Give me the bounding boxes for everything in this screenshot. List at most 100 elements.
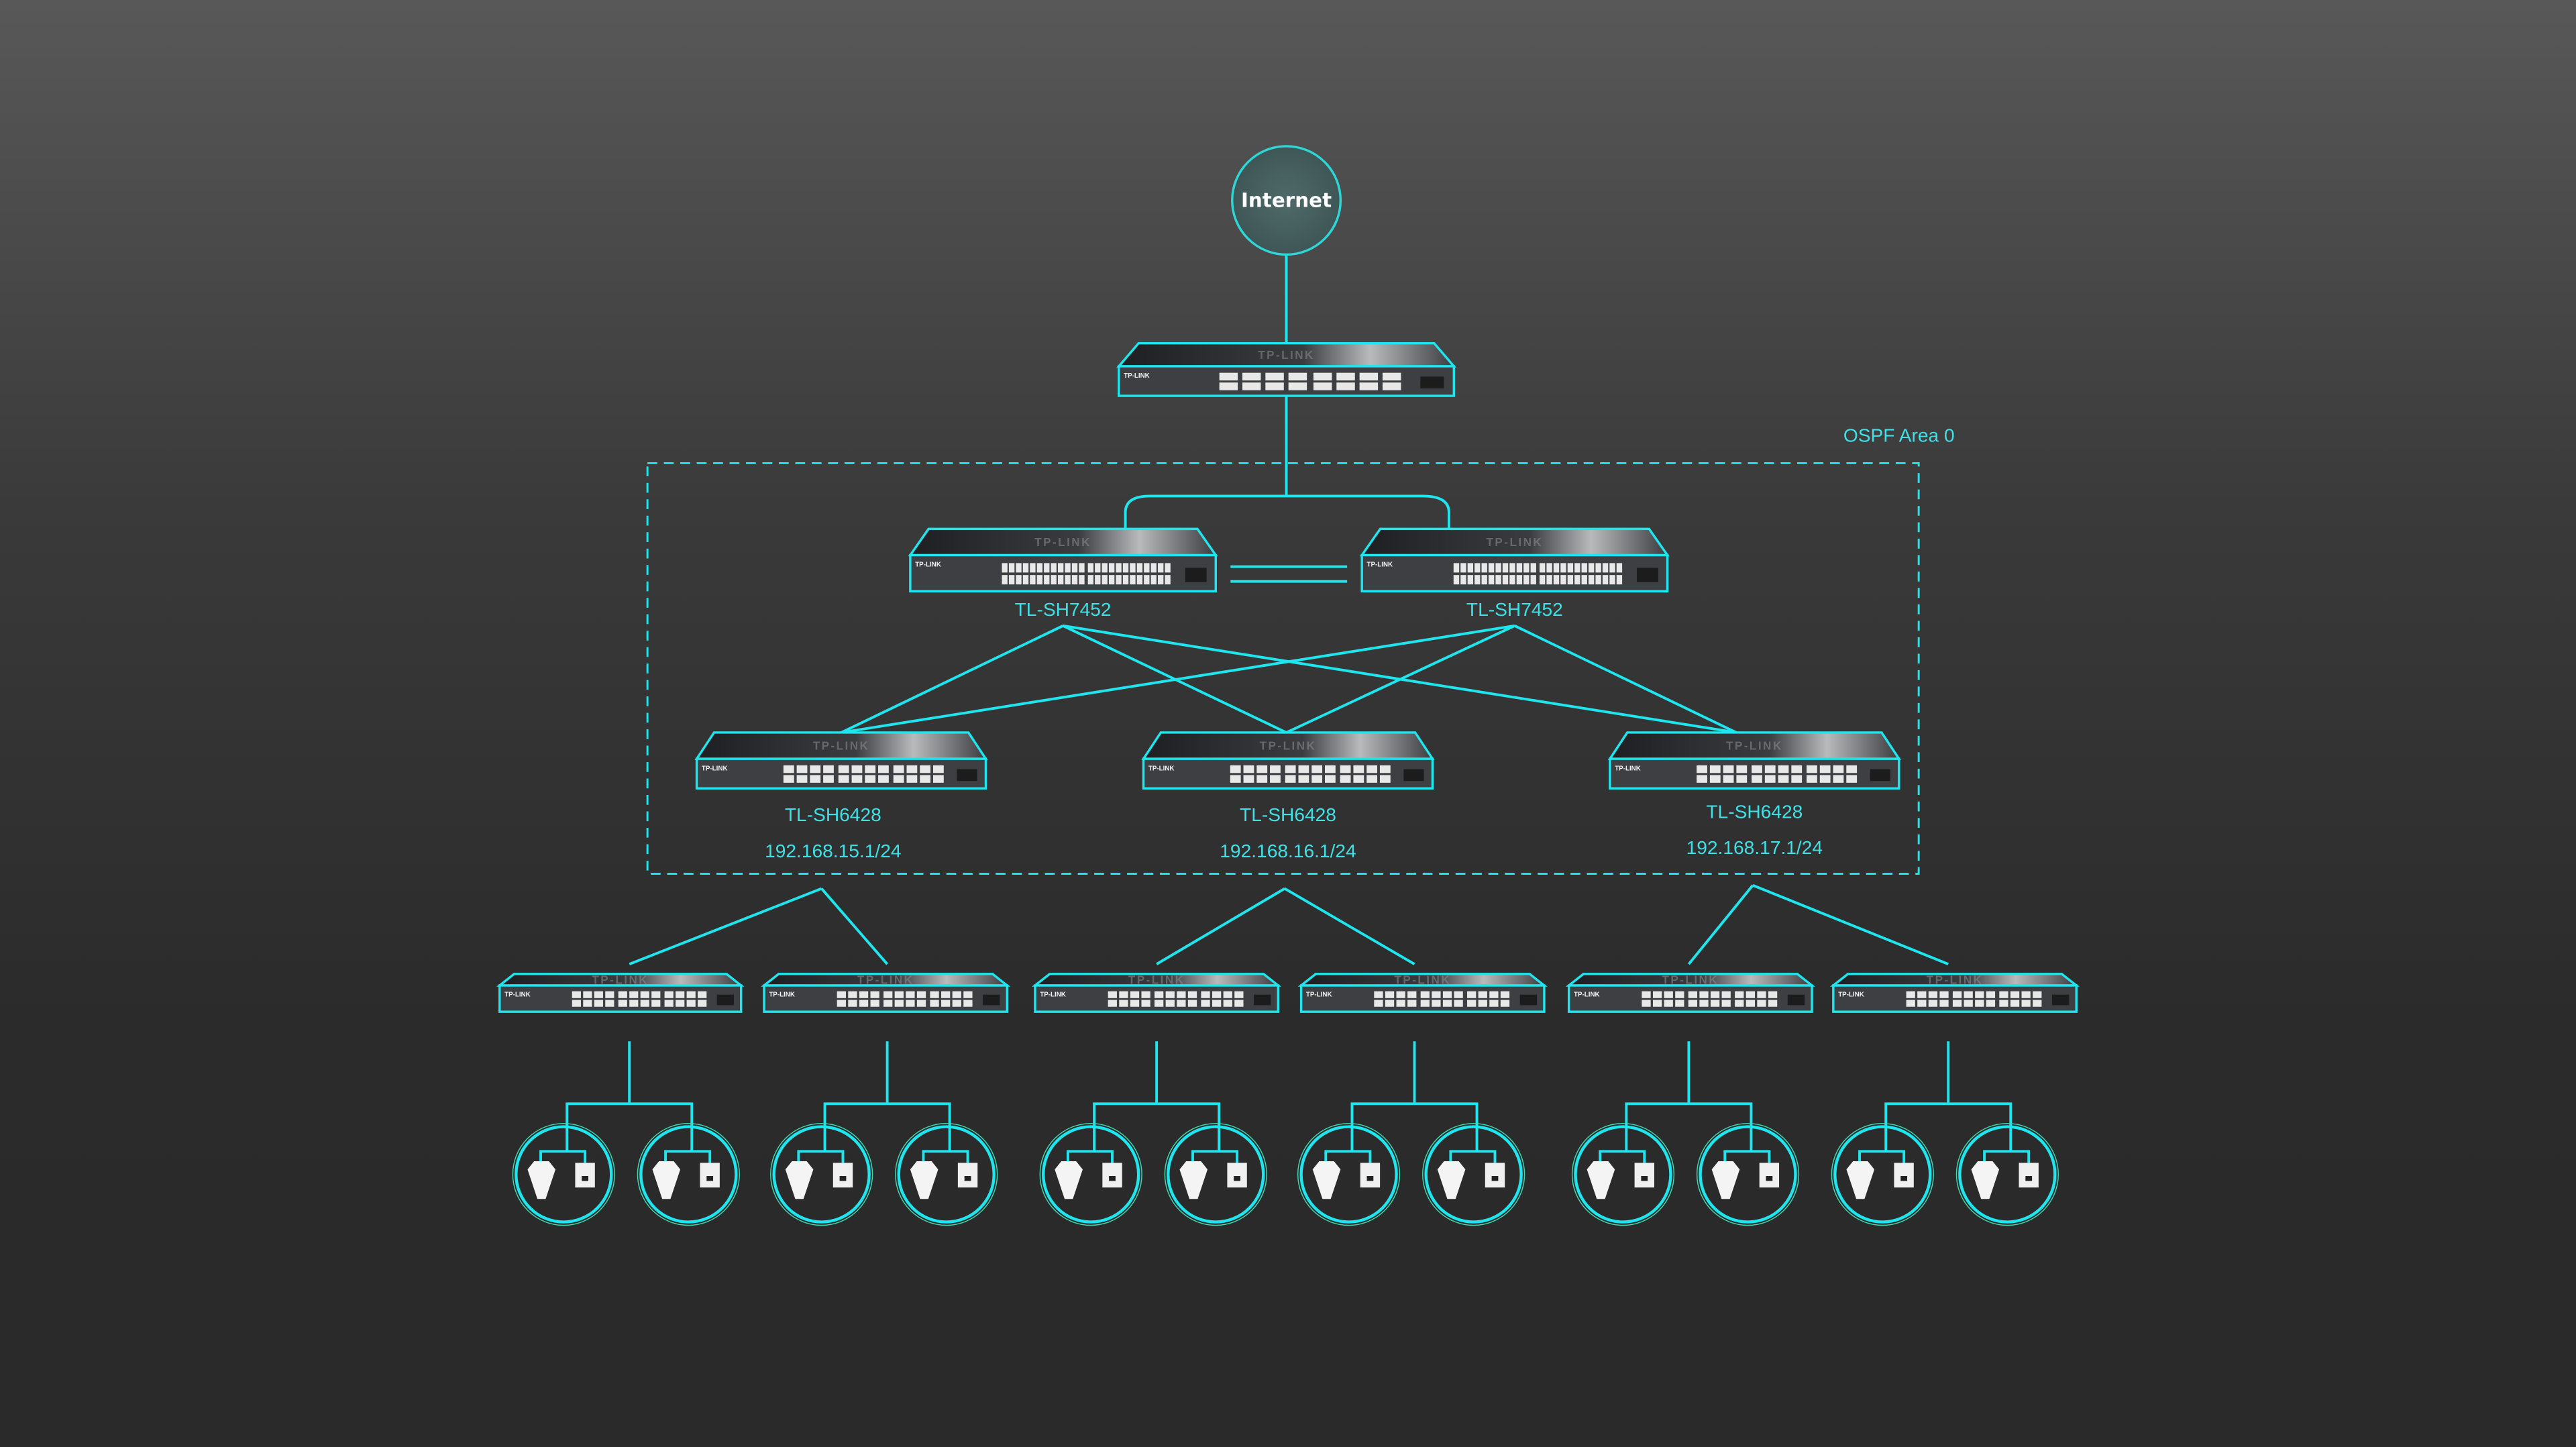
ethernet-port [1736,775,1748,783]
distribution-switch-model-label: TL-SH6428 [785,804,881,825]
ethernet-port [1022,575,1029,585]
ethernet-port [859,1000,869,1007]
core-distribution-link [1514,625,1737,734]
ethernet-port [686,1000,696,1007]
ethernet-port [1051,575,1057,585]
core-distribution-link [841,624,1515,734]
ethernet-port [1065,575,1071,585]
ceiling-ap-icon [527,1161,556,1199]
ap-ring-outer [1297,1122,1401,1226]
ethernet-port [894,991,904,998]
ethernet-port [865,775,876,783]
ap-device-link [539,1150,587,1163]
ethernet-port [1567,575,1574,585]
ethernet-port [1757,1000,1766,1007]
ethernet-port [2021,991,2031,998]
wireless-ap-group [1955,1122,2059,1226]
sfp-port [983,994,1000,1006]
brand-logo: TP-LINK [1306,991,1332,998]
ethernet-port [1165,1000,1175,1007]
ethernet-port [1699,1000,1709,1007]
ethernet-port [838,775,849,783]
ceiling-ap-icon [1971,1161,2000,1199]
ethernet-port [1746,991,1756,998]
ethernet-port [783,775,794,783]
ethernet-port [1453,563,1460,573]
wall-panel-ap-icon [1360,1163,1381,1188]
panel-port [1766,1176,1773,1181]
ethernet-port [1353,765,1364,773]
ethernet-port [916,1000,926,1007]
ethernet-port [572,1000,581,1007]
wireless-ap-group [1422,1122,1525,1226]
ethernet-port [1939,991,1949,998]
sfp-port [1254,994,1271,1006]
ethernet-port [1022,563,1029,573]
ethernet-port [1664,1000,1673,1007]
ethernet-port [1432,991,1441,998]
ethernet-port [1265,372,1284,381]
ethernet-port [1481,575,1487,585]
ethernet-port [1212,991,1222,998]
panel-port [964,1176,971,1181]
ethernet-port [1298,775,1309,783]
sfp-port [1870,769,1890,782]
sfp-port [1420,376,1444,389]
panel-port [1491,1176,1499,1181]
switch-front-panel [1299,984,1546,1013]
ethernet-port [1288,382,1307,390]
distribution-switch-model-label: TL-SH6428 [1706,801,1803,822]
ethernet-port [1489,991,1499,998]
distribution-switch-subnet-label: 192.168.16.1/24 [1220,841,1356,861]
access-ap-branch [1625,1102,1753,1127]
switch-front-panel [1832,984,2078,1013]
ap-ring-outer [770,1122,873,1226]
ethernet-port [1366,775,1377,783]
ethernet-port [1379,775,1391,783]
ethernet-port [1136,563,1143,573]
ethernet-port [1201,991,1210,998]
distribution-access-link [629,887,822,966]
ethernet-port [1382,382,1401,390]
ethernet-port [1144,563,1150,573]
wireless-ap-group [895,1122,998,1226]
ethernet-port [1044,563,1050,573]
ethernet-port [1158,575,1164,585]
ethernet-port [848,991,857,998]
ethernet-port [893,765,904,773]
ap-ring-outer [1571,1122,1675,1226]
ap-device-link [664,1150,712,1163]
ethernet-port [1396,1000,1405,1007]
ethernet-port [1516,575,1523,585]
ethernet-port [1108,1000,1117,1007]
ethernet-port [1141,1000,1150,1007]
ethernet-port [916,991,926,998]
ethernet-port [1530,575,1536,585]
ethernet-port [1002,575,1008,585]
distribution-switch-subnet-label: 192.168.15.1/24 [765,841,901,861]
ethernet-port [1500,991,1510,998]
ethernet-port [1488,575,1495,585]
ospf-area-label: OSPF Area 0 [1843,425,1955,446]
ethernet-port [1500,1000,1510,1007]
ethernet-port [1230,775,1241,783]
ethernet-port [1453,575,1460,585]
ethernet-port [1374,991,1383,998]
ceiling-ap-icon [1312,1161,1341,1199]
brand-logo: TP-LINK [1838,991,1864,998]
ethernet-port [1495,575,1501,585]
ethernet-port [1516,563,1523,573]
ethernet-port [1546,563,1552,573]
ethernet-port [1256,765,1268,773]
ethernet-port [783,765,794,773]
ethernet-port [605,991,614,998]
ap-ring [1424,1125,1523,1224]
ap-device-link [1449,1150,1497,1163]
ethernet-port [1609,575,1615,585]
ethernet-port [1616,575,1623,585]
distribution-access-link [1284,887,1415,965]
core-switch-model-label: TL-SH7452 [1466,599,1563,620]
ethernet-port [1407,1000,1417,1007]
ethernet-port [870,1000,879,1007]
